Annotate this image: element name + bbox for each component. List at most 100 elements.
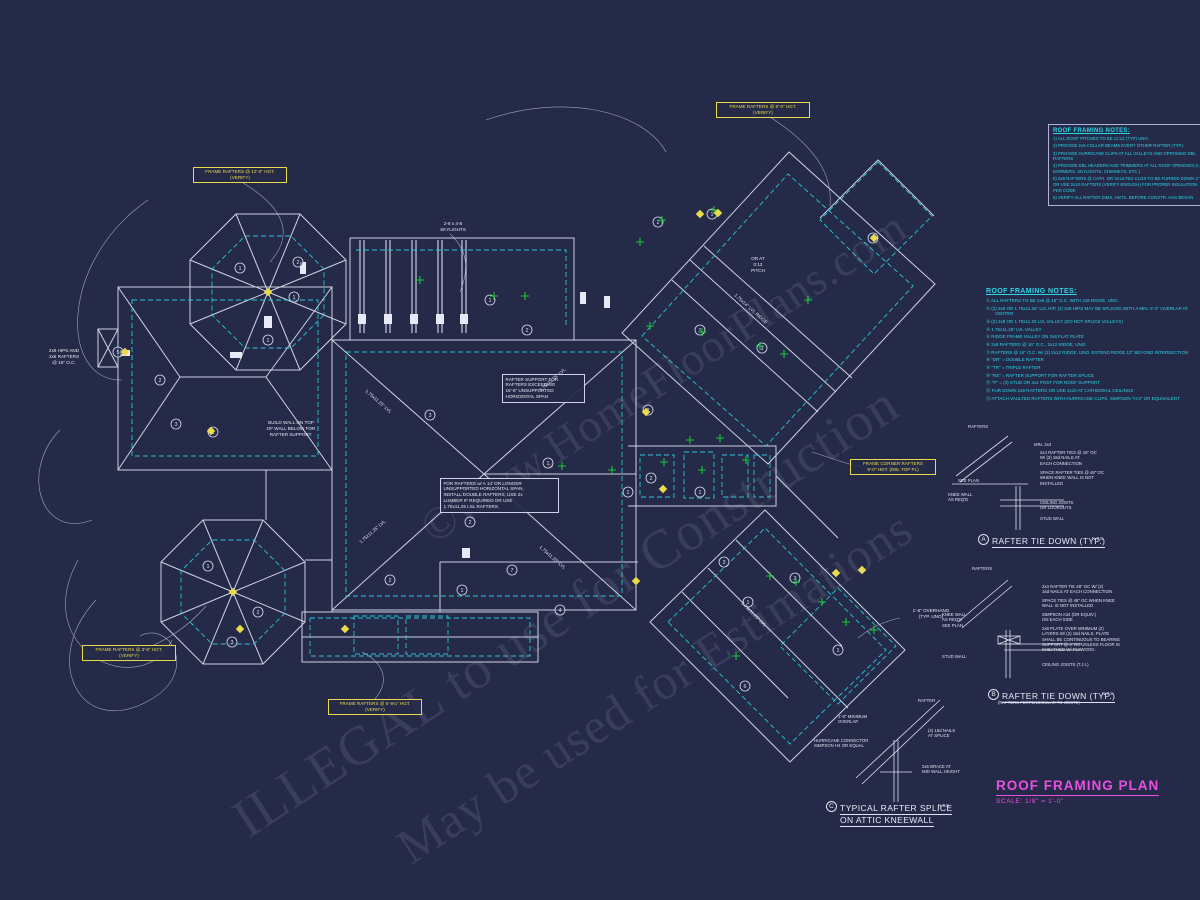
survey-plus-mark (521, 292, 529, 300)
detail-callout: 2x4 RAFTER TIE 48" OC W/ (2) 16d NAILS A… (1042, 584, 1113, 595)
plan-annotation: RAFTER SUPPORT FOR RAFTERS EXCEEDING 16'… (502, 374, 585, 403)
rafter-tag: 2 (789, 572, 801, 584)
legend-item: ⑤ RIDGE FRAME VALLEY ON 2x8 FLAT PLATE (986, 334, 1084, 340)
post-diamond-mark (263, 287, 273, 297)
legend-item: ⑧ "DR" = DOUBLE RAFTER (986, 357, 1044, 363)
detail-callout: 2x6 BRACE AT MID WALL HEIGHT (922, 764, 960, 775)
detail-callout: 1'-0" MINIMUM OVERLAP (838, 714, 868, 725)
survey-plus-mark (698, 466, 706, 474)
detail-callout: STUD WALL (942, 654, 967, 659)
detail-callout: KNEE WALL AS REQ'D SEE PLAN (942, 612, 967, 628)
post-diamond-mark (120, 347, 130, 357)
note-item: 1) ALL ROOF PITCHES TO BE 12:12 (TYP) UN… (1053, 136, 1149, 141)
post-diamond-mark (641, 407, 651, 417)
svg-text:1: 1 (711, 212, 714, 218)
svg-text:4: 4 (559, 608, 562, 614)
rafter-tag: 1 (484, 294, 496, 306)
rafter-tag: 1 (542, 457, 554, 469)
survey-plus-mark (780, 350, 788, 358)
svg-text:2: 2 (389, 578, 392, 584)
notes-box-list: 1) ALL ROOF PITCHES TO BE 12:12 (TYP) UN… (1053, 136, 1200, 201)
detail-callout: SPACE TIES @ 48" OC WHEN KNEE WALL IS NO… (1042, 598, 1115, 609)
plan-marks: 5121231112312171213121612321312142 (112, 206, 879, 692)
rafter-tag: 2 (154, 374, 166, 386)
rafter-tag: 2 (292, 256, 304, 268)
note-item: 5) 2x8 RAFTERS @ CATH. OR VAULTED CLGS T… (1053, 176, 1200, 193)
svg-text:1: 1 (627, 490, 630, 496)
rafter-tag: 2 (252, 606, 264, 618)
survey-plus-mark (818, 598, 826, 606)
detail-callout: RAFTERS (972, 566, 993, 571)
rafter-tag: 3 (424, 409, 436, 421)
survey-plus-mark (686, 436, 694, 444)
survey-plus-mark (766, 572, 774, 580)
notes-box-title: ROOF FRAMING NOTES: (1053, 128, 1131, 134)
legend-item: ⑦ RAFTERS @ 16" O.C. W/ (2) 2x12 RIDGE, … (986, 349, 1189, 355)
detail-c-nts: N.T.S. (938, 803, 951, 808)
svg-text:7: 7 (511, 568, 514, 574)
rafter-tag: 1 (262, 334, 274, 346)
survey-plus-mark (698, 328, 706, 336)
detail-b-letter-icon: B (988, 689, 999, 701)
rafter-tag: 4 (554, 604, 566, 616)
frame-rafters-callout: FRAME RAFTERS @ 9'-0" HGT. (VERIFY) (716, 102, 810, 118)
svg-text:1: 1 (267, 338, 270, 344)
roof-framing-notes-box: ROOF FRAMING NOTES: 1) ALL ROOF PITCHES … (1048, 124, 1200, 207)
detail-sketches (855, 435, 1082, 802)
lvl-beam-label: 1.75x11.25" LVL (740, 600, 768, 628)
roof-framing-legend: ROOF FRAMING NOTES: ① ALL RAFTERS TO BE … (986, 288, 1191, 403)
detail-callout: RAFTER (918, 698, 936, 703)
lvl-beam-label: 1.75x14" LVL RIDGE (733, 292, 769, 325)
svg-text:6: 6 (744, 684, 747, 690)
rafter-tag: 2 (464, 516, 476, 528)
legend-item: ⑬ ATTACH VAULTED RAFTERS WITH HURRICANE … (986, 395, 1180, 401)
svg-text:1: 1 (207, 564, 210, 570)
detail-callout: (4) 16d NAILS AT SPLICE (928, 728, 956, 739)
survey-plus-mark (792, 578, 800, 586)
sheet-title: ROOF FRAMING PLAN (996, 778, 1160, 796)
survey-plus-mark (416, 276, 424, 284)
rafter-tag: 1 (456, 584, 468, 596)
survey-plus-mark (742, 456, 750, 464)
survey-plus-mark (716, 434, 724, 442)
post-diamond-mark (658, 484, 668, 494)
legend-item: ④ 1.75x11.25" LVL VALLEY (986, 326, 1042, 332)
survey-plus-mark (732, 652, 740, 660)
detail-callout: SIMPSON A34 (OR EQUIV.) ON EACH SIDE (1042, 612, 1097, 623)
legend-item: ⑩ "RS" = RAFTER SUPPORT FOR RAFTER SPLIC… (986, 372, 1094, 378)
svg-text:5: 5 (117, 350, 120, 356)
sheet-scale: SCALE: 1/8" = 1'-0" (996, 798, 1065, 805)
legend-item: ② (2) 2x8 OR 1.75x11.25" LVL HIP, (2) 2x… (986, 305, 1188, 317)
detail-c-title-line2: ON ATTIC KNEEWALL (840, 815, 934, 827)
rafter-tag: 2 (521, 324, 533, 336)
plan-annotation: BUILD WALL ON TOP OF WALL BELOW FOR RAFT… (266, 420, 316, 437)
rafter-tag: 1 (622, 486, 634, 498)
detail-callout: STUD WALL (1040, 516, 1065, 521)
rafter-tag: 3 (718, 556, 730, 568)
plan-annotation: 1'-6" OVERHANG (TYP. UNO) (912, 608, 950, 619)
survey-plus-mark (558, 462, 566, 470)
title-block: ROOF FRAMING PLAN SCALE: 1/8" = 1'-0" (996, 777, 1160, 805)
svg-text:1: 1 (837, 648, 840, 654)
detail-b-nts: N.T.S. (1102, 691, 1115, 696)
rafter-tag: 2 (384, 574, 396, 586)
post-diamond-mark (206, 426, 216, 436)
legend-item: ③ (2) 2x8 OR 1.75x11.25 LVL VALLEY (DO N… (986, 319, 1123, 325)
detail-callout: RAFTERS (968, 424, 989, 429)
rafter-tag: 1 (742, 596, 754, 608)
legend-item: ⑫ FUR DOWN 2x8 RAFTERS OR USE 2x10 AT CA… (986, 387, 1134, 393)
plan-annotation: FOR RAFTERS w/ A 14' OR LONGER UNSUPPORT… (440, 478, 559, 513)
post-diamond-mark (857, 565, 867, 575)
legend-item: ⑨ "TR" = TRIPLE RAFTER (986, 364, 1041, 370)
note-item: 3) PROVIDE HURRICANE CLIPS AT ALL VALLEY… (1053, 150, 1196, 162)
svg-text:1: 1 (461, 588, 464, 594)
svg-text:2: 2 (469, 520, 472, 526)
svg-text:1: 1 (547, 461, 550, 467)
svg-text:1: 1 (747, 600, 750, 606)
survey-plus-mark (490, 292, 498, 300)
frame-rafters-callout: FRAME CORNER RAFTERS 9'-0" HGT. (DBL TOP… (850, 459, 936, 475)
